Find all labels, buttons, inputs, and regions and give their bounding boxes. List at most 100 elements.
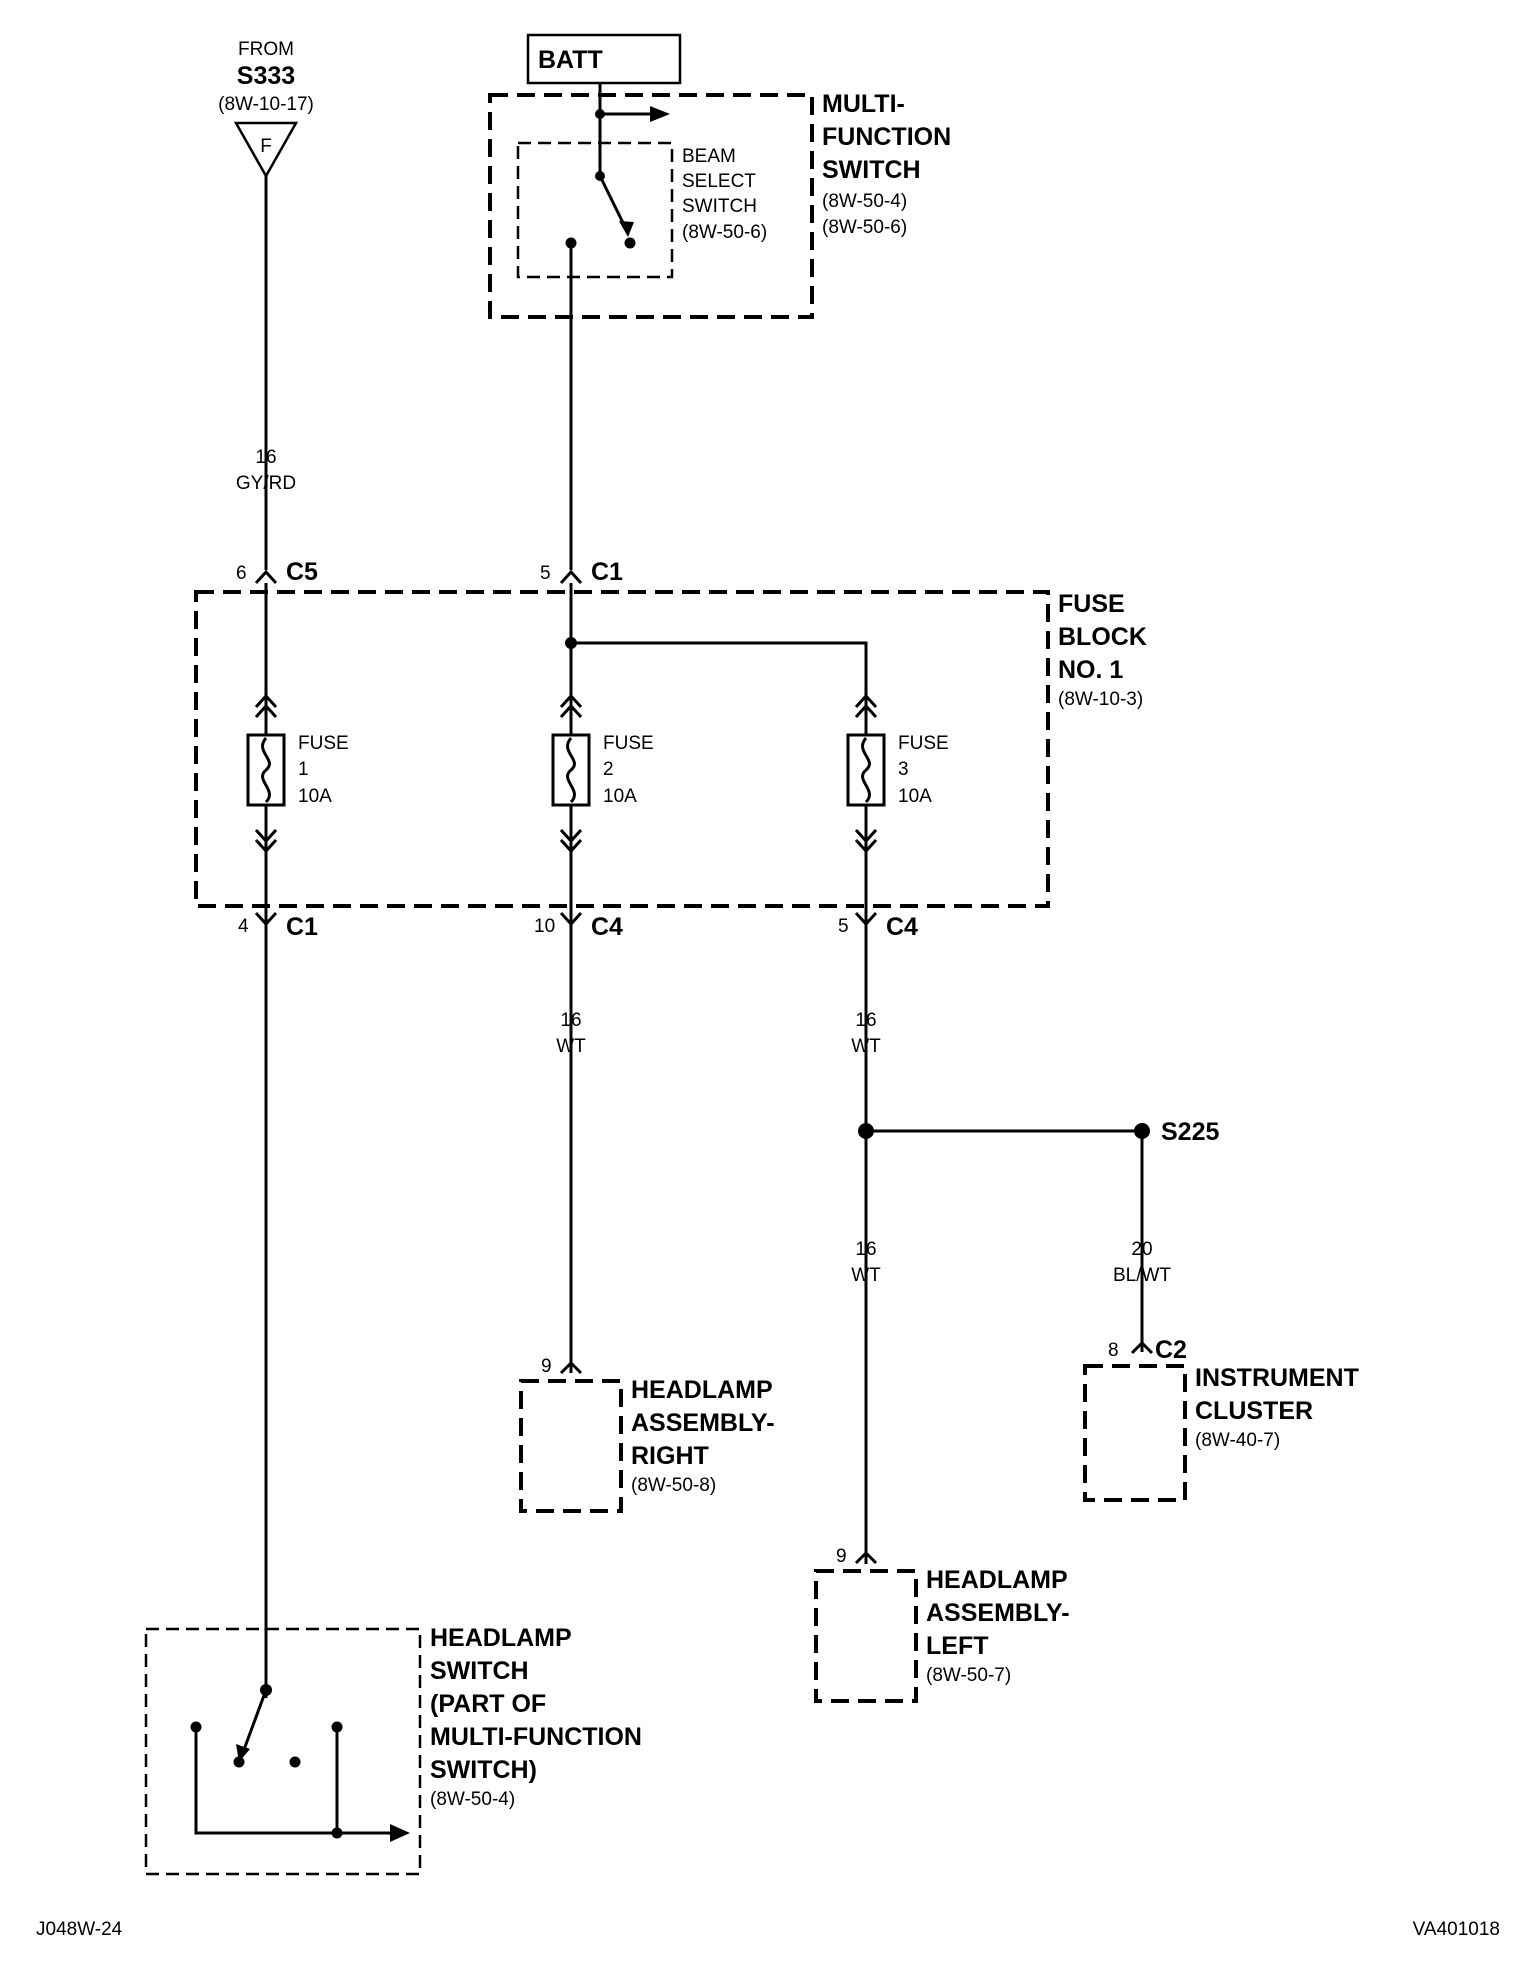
mfs-title-line3: SWITCH [822,156,921,184]
fuse-block-title1: FUSE [1058,590,1125,618]
connector-c4-10: 10 C4 [534,911,623,941]
fuse1-rating: 10A [298,786,332,807]
connector-c5-top: 6 C5 [236,558,318,586]
beam-select-line2: SELECT [682,171,756,192]
cluster-feed-gauge: 20 [1131,1239,1152,1260]
beam-select-label: BEAM SELECT SWITCH (8W-50-6) [682,146,767,243]
headlamp-switch: HEADLAMP SWITCH (PART OF MULTI-FUNCTION … [144,1624,642,1876]
headlamp-right-title3: RIGHT [631,1442,709,1470]
fuse-2: FUSE 2 10A [551,693,654,854]
fuse-block-ref: (8W-10-3) [1058,689,1143,710]
beam-select-outline [516,141,674,279]
c1-top-pin: 5 [540,563,551,584]
instrument-cluster: 8 C2 INSTRUMENT CLUSTER (8W-40-7) [1083,1336,1359,1502]
headlamp-right-pin: 9 [541,1356,552,1377]
mfs-outline [488,93,814,319]
hs-title2: SWITCH [430,1657,529,1685]
batt-label: BATT [538,46,603,74]
hs-bus-junction [331,1827,343,1839]
hs-output-bus [194,1727,390,1835]
headlamp-right-title2: ASSEMBLY- [631,1409,775,1437]
cluster-pin: 8 [1108,1340,1119,1361]
hs-ref: (8W-50-4) [430,1789,515,1810]
beam-select-line1: BEAM [682,146,736,167]
headlamp-left-outline [814,1569,918,1703]
hs-contact-1 [233,1756,245,1768]
cluster-outline [1083,1364,1187,1502]
hs-contact-2 [289,1756,301,1768]
beam-select-ref: (8W-50-6) [682,222,767,243]
fuse2-rating: 10A [603,786,637,807]
fuse1-num: 1 [298,759,309,780]
connector-c1-top: 5 C1 [540,558,623,586]
headlamp-right-ref: (8W-50-8) [631,1475,716,1496]
fuse3-label: FUSE [898,733,949,754]
cluster-feed-color: BL/WT [1113,1265,1171,1286]
splice-s225-label: S225 [1161,1118,1219,1146]
fuse1-label: FUSE [298,733,349,754]
fuse3-feed [571,641,868,922]
hs-output-arrow-icon [390,1824,410,1842]
fuse2-label: FUSE [603,733,654,754]
cluster-connector: C2 [1155,1336,1187,1364]
headlamp-left-title1: HEADLAMP [926,1566,1068,1594]
connector-c1-bottom: 4 C1 [238,911,318,941]
left-feed-color: WT [851,1265,881,1286]
headlamp-switch-outline [144,1627,422,1876]
headlamp-left-title2: ASSEMBLY- [926,1599,1070,1627]
headlamp-assembly-left: 9 HEADLAMP ASSEMBLY- LEFT (8W-50-7) [814,1546,1070,1703]
fuse2-num: 2 [603,759,614,780]
splice-s333-label: S333 [237,62,295,90]
fuse-block-outline [194,590,1050,908]
wire-gyrd-gauge: 16 [255,447,276,468]
right-feed-color: WT [556,1036,586,1057]
headlamp-left-pin: 9 [836,1546,847,1567]
c1-bottom-pin: 4 [238,916,249,937]
c5-name: C5 [286,558,318,586]
hs-arm [240,1689,268,1756]
mfs-title: MULTI- FUNCTION SWITCH (8W-50-4) (8W-50-… [822,90,951,238]
wire-gyrd-color: GY/RD [236,473,296,494]
headlamp-assembly-right: 9 HEADLAMP ASSEMBLY- RIGHT (8W-50-8) [519,1356,775,1513]
headlamp-left-ref: (8W-50-7) [926,1665,1011,1686]
right-feed-gauge: 16 [560,1010,581,1031]
headlamp-right-title1: HEADLAMP [631,1376,773,1404]
c1-top-name: C1 [591,558,623,586]
hs-title1: HEADLAMP [430,1624,572,1652]
fuse3-rating: 10A [898,786,932,807]
beam-arm-arrow-icon [619,221,634,237]
source-s333: FROM S333 (8W-10-17) F [218,39,314,179]
fuse-block: FUSE BLOCK NO. 1 (8W-10-3) FUSE 1 10A [194,583,1147,922]
fuse3-num: 3 [898,759,909,780]
c4-5-name: C4 [886,913,918,941]
c4-out-gauge: 16 [855,1010,876,1031]
fuse-block-title2: BLOCK [1058,623,1147,651]
hs-title5: SWITCH) [430,1756,537,1784]
hs-title4: MULTI-FUNCTION [430,1723,642,1751]
headlamp-right-outline [519,1379,623,1513]
mfs-ref2: (8W-50-6) [822,217,907,238]
footer-left-code: J048W-24 [36,1919,123,1940]
from-label: FROM [238,39,294,60]
c4-5-pin: 5 [838,916,849,937]
hs-title3: (PART OF [430,1690,546,1718]
cluster-title1: INSTRUMENT [1195,1364,1359,1392]
fuse-block-title3: NO. 1 [1058,656,1123,684]
c4-10-name: C4 [591,913,623,941]
fuse-3: FUSE 3 10A [846,693,949,854]
source-triangle-icon [233,121,299,179]
mfs-title-line2: FUNCTION [822,123,951,151]
c5-pin: 6 [236,563,247,584]
cluster-ref: (8W-40-7) [1195,1430,1280,1451]
mfs-arrow-icon [650,106,670,122]
c4-out-color: WT [851,1036,881,1057]
c4-10-pin: 10 [534,916,555,937]
beam-contact-dot [624,237,636,249]
source-marker-letter: F [260,136,272,157]
batt-box [526,33,682,85]
cluster-title2: CLUSTER [1195,1397,1313,1425]
mfs-title-line1: MULTI- [822,90,905,118]
c1-bottom-name: C1 [286,913,318,941]
mfs-ref1: (8W-50-4) [822,191,907,212]
